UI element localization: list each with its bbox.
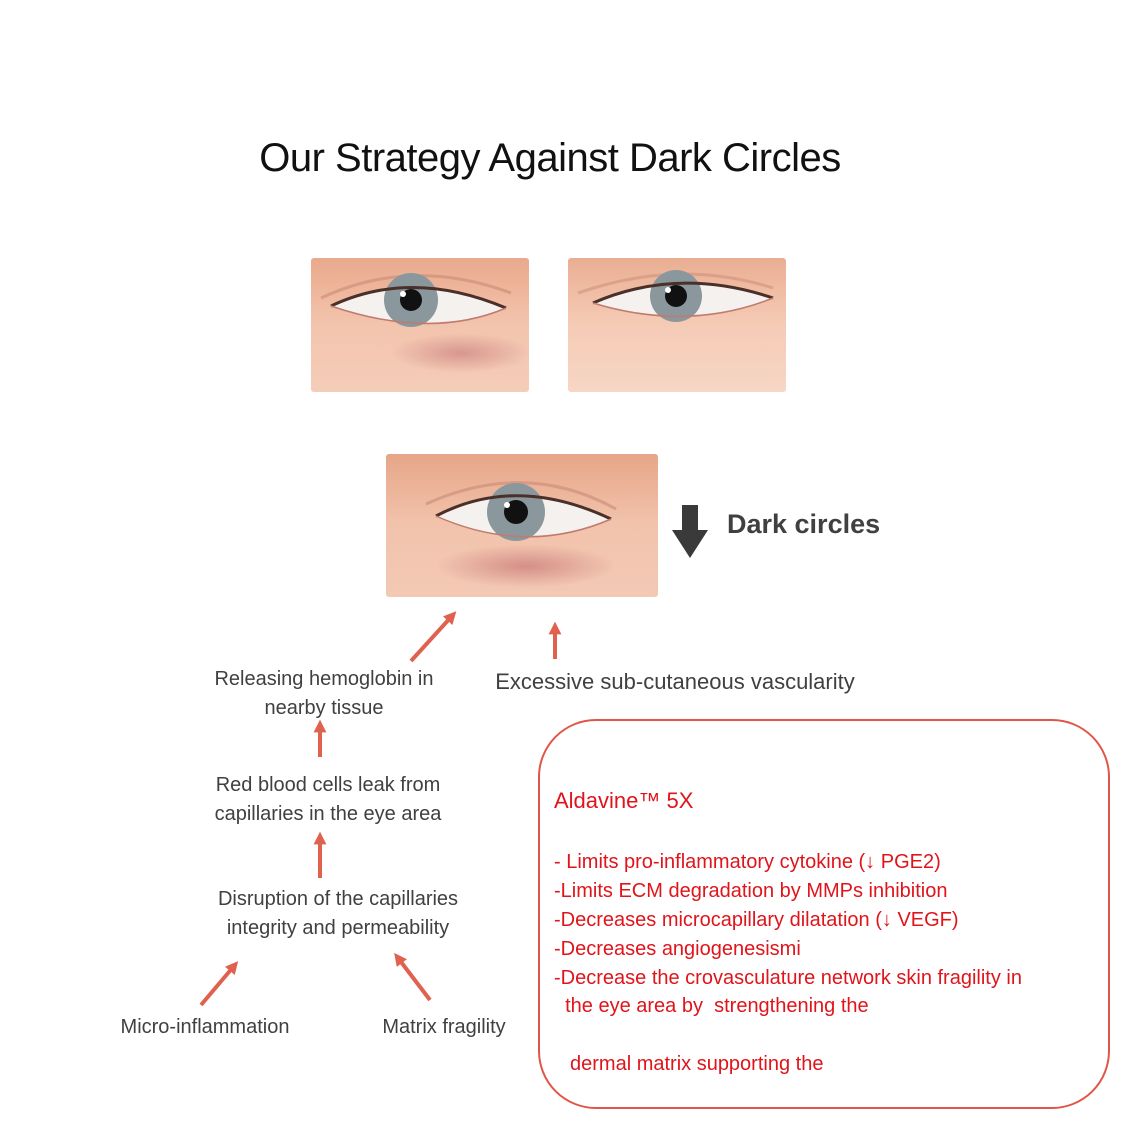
node-disruption-line2: integrity and permeability <box>226 917 450 939</box>
node-red-cells-line1: Red blood cells leak from <box>215 774 441 796</box>
arrow-releasing-to-eye <box>409 611 457 663</box>
aldavine-line-1: - Limits pro-inflammatory cytokine (↓ PG… <box>554 851 941 873</box>
aldavine-box <box>538 719 1110 1109</box>
aldavine-line-7: dermal matrix supporting the <box>570 1053 824 1075</box>
aldavine-line-4: -Decreases angiogenesismi <box>554 938 801 960</box>
node-releasing-line1: Releasing hemoglobin in <box>214 668 434 690</box>
page-title: Our Strategy Against Dark Circles <box>259 136 841 180</box>
eye-photo-left <box>311 258 529 392</box>
node-disruption: Disruption of the capillaries integrity … <box>190 885 486 943</box>
node-matrix: Matrix fragility <box>382 1016 506 1038</box>
dark-circles-label: Dark circles <box>727 509 881 539</box>
arrow-matrix-to-disruption <box>394 952 432 1002</box>
aldavine-heading: Aldavine™ 5X <box>554 788 694 813</box>
eye-photo-right <box>568 258 786 392</box>
node-micro: Micro-inflammation <box>120 1016 290 1038</box>
aldavine-line-2: -Limits ECM degradation by MMPs inhibiti… <box>554 880 948 902</box>
aldavine-line-5: -Decrease the crovasculature network ski… <box>554 967 1022 989</box>
eye-photo-center <box>386 454 658 597</box>
node-disruption-line1: Disruption of the capillaries <box>217 888 459 910</box>
node-releasing-line2: nearby tissue <box>264 697 384 719</box>
down-arrow-icon <box>672 505 708 558</box>
arrow-micro-to-disruption <box>199 961 239 1007</box>
node-releasing: Releasing hemoglobin in nearby tissue <box>190 665 458 723</box>
aldavine-line-3: -Decreases microcapillary dilatation (↓ … <box>554 909 959 931</box>
aldavine-line-6: the eye area by strengthening the <box>554 995 869 1017</box>
node-excessive: Excessive sub-cutaneous vascularity <box>495 669 855 694</box>
node-red-cells-line2: capillaries in the eye area <box>214 803 442 825</box>
node-red-cells: Red blood cells leak from capillaries in… <box>190 771 466 829</box>
